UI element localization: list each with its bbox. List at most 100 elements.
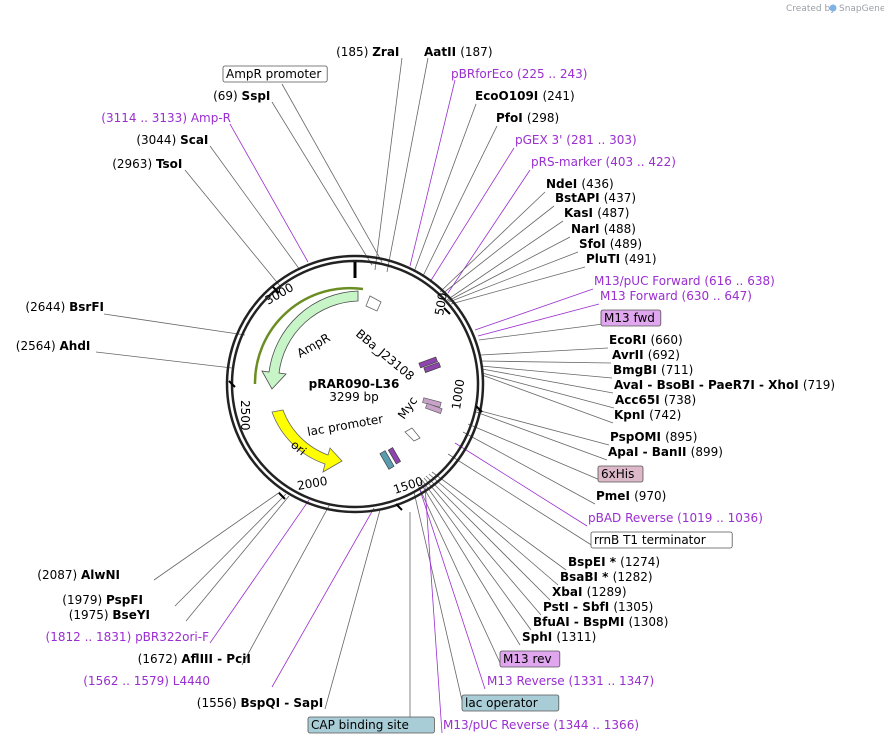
feature-label-6xhis: 6xHis: [601, 467, 634, 481]
ring-tick-label: 2500: [238, 400, 252, 431]
cap-binding-site-box: [307, 716, 435, 734]
site-label-sfoi: SfoI (489): [579, 237, 642, 251]
6xhis-box: [597, 465, 644, 483]
site-label-ecori: EcoRI (660): [609, 333, 683, 347]
feature-label-rrnb-t1-terminator: rrnB T1 terminator: [594, 533, 706, 547]
ring-tick: [228, 380, 236, 388]
primer-label-m13-forward: M13 Forward (630 .. 647): [600, 289, 752, 303]
leader-line: [271, 101, 373, 266]
ring-tick-label: 1000: [449, 378, 467, 410]
leader-line: [103, 313, 246, 336]
primer-label-pbrforeco: pBRforEco (225 .. 243): [451, 67, 587, 81]
primer-label-amp-r: (3114 .. 3133) Amp-R: [101, 111, 231, 125]
site-label-alwni: (2087) AlwNI: [37, 568, 120, 582]
ring-tick: [475, 405, 483, 413]
ring-tick-label: 3000: [263, 280, 296, 307]
leader-line: [425, 475, 551, 601]
leader-line: [450, 266, 586, 305]
leader-line: [417, 484, 502, 666]
site-label-bmgbi: BmgBI (711): [613, 363, 693, 377]
feature-label-ampr-promoter: AmpR promoter: [226, 67, 321, 81]
leader-line: [421, 479, 532, 631]
primer-label-m13-puc-forward: M13/pUC Forward (616 .. 638): [594, 274, 775, 288]
site-label-acc65i: Acc65I (738): [615, 393, 696, 407]
feature-bba-promoter: [365, 295, 382, 312]
leader-line: [413, 491, 465, 710]
primer-label-pbad-reverse: pBAD Reverse (1019 .. 1036): [588, 511, 763, 525]
leader-line: [481, 368, 614, 394]
leader-line: [419, 489, 486, 690]
m13-fwd-box: [600, 309, 662, 327]
ring-tick: [272, 286, 280, 294]
feature-label-myc: Myc: [395, 394, 420, 422]
leader-line: [209, 499, 310, 644]
credit-text: Created by: [786, 4, 836, 14]
site-label-ecoo109i: EcoO109I (241): [475, 89, 575, 103]
site-label-pfoi: PfoI (298): [496, 111, 559, 125]
site-label-bspei: BspEI * (1274): [568, 555, 660, 569]
primer-label-m13-reverse: M13 Reverse (1331 .. 1347): [487, 674, 654, 688]
site-label-apai-banii: ApaI - BanII (899): [608, 445, 723, 459]
leader-line: [474, 288, 594, 331]
site-label-kasi: KasI (487): [564, 206, 629, 220]
site-label-pluti: PluTI (491): [586, 252, 657, 266]
leader-line: [447, 169, 531, 294]
leader-line: [281, 83, 383, 263]
feature-label-ampr: AmpR: [295, 331, 333, 361]
feature-mcs-bottom: [423, 361, 441, 373]
leader-line: [462, 431, 596, 505]
leader-line: [431, 471, 567, 571]
leader-line: [429, 147, 515, 283]
feature-label-bba: BBa_J23108: [353, 327, 417, 384]
leader-line: [422, 125, 498, 277]
feature-mcs-top: [418, 356, 438, 369]
leader-line: [447, 453, 594, 547]
feature-label-m13-fwd: M13 fwd: [604, 311, 655, 325]
leader-line: [439, 191, 546, 293]
primer-label-pgex-3: pGEX 3' (281 .. 303): [515, 133, 637, 147]
primer-label-l4440: (1562 .. 1579) L4440: [83, 674, 210, 688]
site-label-bfuai-bspmi: BfuAI - BspMI (1308): [533, 615, 668, 629]
site-label-scai: (3044) ScaI: [136, 133, 208, 147]
leader-line: [476, 409, 610, 446]
leader-line: [185, 495, 290, 622]
feature-lac-promoter: [404, 427, 421, 442]
feature-label-m13-rev: M13 rev: [503, 652, 552, 666]
feature-amp-promoter: [253, 286, 364, 385]
leader-line: [477, 303, 600, 337]
leader-line: [409, 79, 456, 267]
ampr-promoter-box: [222, 65, 328, 83]
plasmid-name: pRAR090-L36: [309, 377, 400, 391]
site-label-zrai: (185) ZraI: [336, 45, 399, 59]
site-label-pspomi: PspOMI (895): [610, 430, 697, 444]
feature-6xhis: [425, 402, 443, 414]
leader-line: [184, 169, 281, 287]
snapgene-logo-icon: [829, 4, 837, 12]
feature-label-lac-promoter: lac promoter: [306, 412, 384, 439]
backbone-outer-strand: [225, 254, 485, 514]
leader-line: [447, 236, 571, 302]
feature-cap-site: [387, 447, 402, 465]
primer-label-prs-marker: pRS-marker (403 .. 422): [531, 155, 676, 169]
leader-line: [424, 485, 443, 734]
site-label-sspi: (69) SspI: [213, 89, 270, 103]
leader-line: [480, 365, 613, 379]
primer-label-pbr322ori-f: (1812 .. 1831) pBR322ori-F: [46, 630, 210, 644]
leader-line: [374, 57, 403, 271]
site-label-bseyi: (1975) BseYI: [69, 608, 150, 622]
ring-tick: [395, 503, 403, 511]
site-label-ndei: NdeI (436): [546, 177, 614, 191]
feature-amp-r: [261, 290, 359, 390]
leader-line: [229, 123, 309, 263]
site-label-pspfi: (1979) PspFI: [62, 593, 143, 607]
leader-line: [467, 423, 601, 481]
leader-line: [475, 411, 608, 461]
leader-line: [209, 145, 301, 271]
leader-line: [386, 57, 429, 273]
site-label-avrii: AvrII (692): [612, 348, 680, 362]
site-label-bspqi-sapi: (1556) BspQI - SapI: [197, 696, 323, 710]
feature-lac-operator: [379, 450, 395, 470]
leader-line: [324, 509, 381, 710]
plasmid-length: 3299 bp: [329, 390, 379, 404]
leader-lines: [95, 57, 615, 734]
